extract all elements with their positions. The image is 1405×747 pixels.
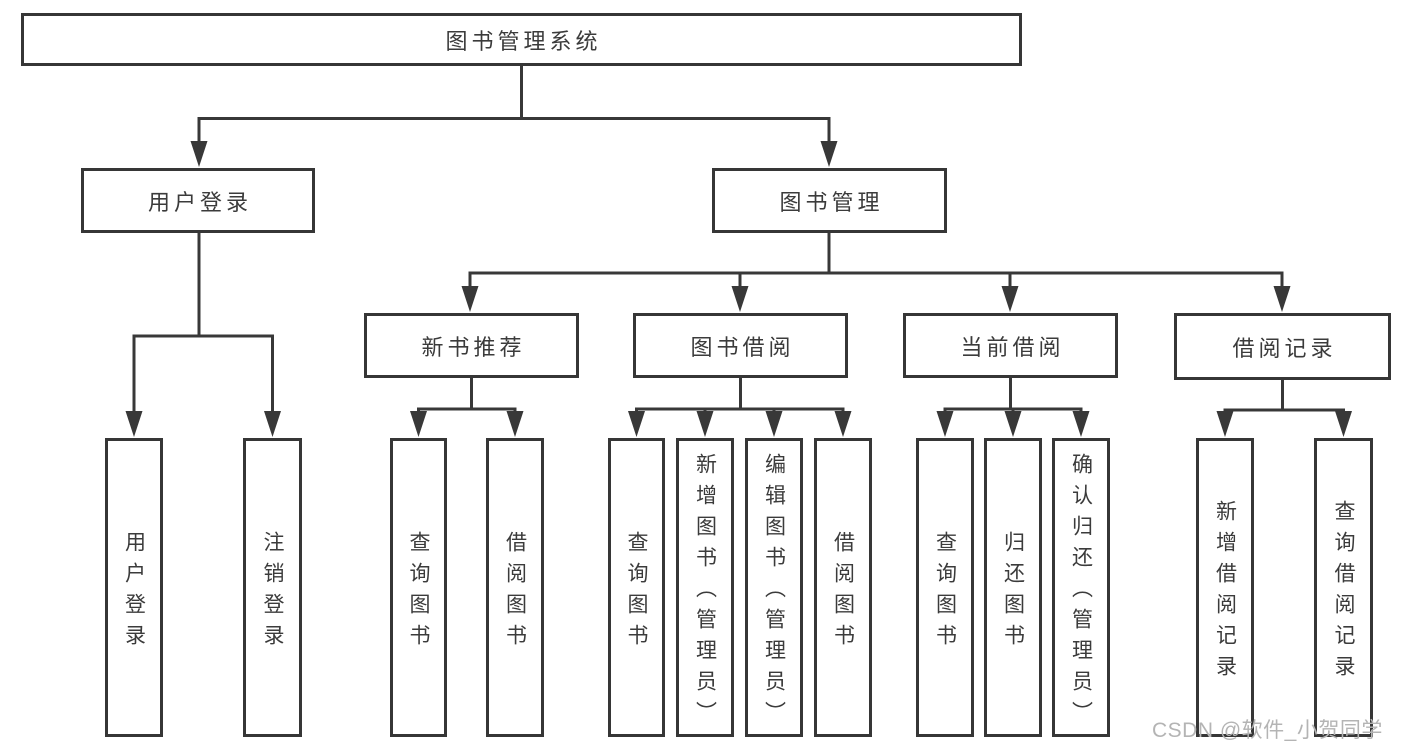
node-book-borrowing-label: 图书借阅 bbox=[690, 334, 795, 360]
leaf-search-books-2: 查询图书 bbox=[608, 438, 665, 737]
node-book-management: 图书管理 bbox=[712, 168, 947, 233]
node-book-management-label: 图书管理 bbox=[779, 189, 884, 215]
leaf-search-books-3-label: 查询图书 bbox=[933, 530, 957, 655]
leaf-search-books-1-label: 查询图书 bbox=[407, 530, 430, 655]
leaf-search-borrow-record-label: 查询借阅记录 bbox=[1332, 499, 1355, 686]
leaf-borrow-books-2-label: 借阅图书 bbox=[831, 530, 855, 655]
leaf-search-books-1: 查询图书 bbox=[390, 438, 447, 737]
leaf-confirm-return-admin: 确认归还（管理员） bbox=[1052, 438, 1110, 737]
node-root: 图书管理系统 bbox=[21, 13, 1022, 66]
node-new-book-recommend: 新书推荐 bbox=[364, 313, 579, 378]
leaf-user-login-label: 用户登录 bbox=[122, 530, 146, 655]
leaf-edit-book-admin: 编辑图书（管理员） bbox=[745, 438, 803, 737]
node-borrowing-records: 借阅记录 bbox=[1174, 313, 1391, 380]
node-current-borrowing: 当前借阅 bbox=[903, 313, 1118, 378]
leaf-borrow-books-1: 借阅图书 bbox=[486, 438, 544, 737]
node-root-label: 图书管理系统 bbox=[445, 28, 602, 54]
leaf-search-books-3: 查询图书 bbox=[916, 438, 974, 737]
leaf-add-book-admin-label: 新增图书（管理员） bbox=[693, 453, 717, 732]
node-current-borrowing-label: 当前借阅 bbox=[960, 334, 1065, 360]
node-book-borrowing: 图书借阅 bbox=[633, 313, 848, 378]
arrowheads bbox=[125, 141, 1352, 437]
leaf-add-book-admin: 新增图书（管理员） bbox=[676, 438, 734, 737]
leaf-borrow-books-1-label: 借阅图书 bbox=[503, 530, 527, 655]
leaf-edit-book-admin-label: 编辑图书（管理员） bbox=[762, 453, 786, 732]
leaf-borrow-books-2: 借阅图书 bbox=[814, 438, 872, 737]
leaf-add-borrow-record: 新增借阅记录 bbox=[1196, 438, 1254, 737]
node-user-login-label: 用户登录 bbox=[147, 189, 252, 215]
leaf-logout-label: 注销登录 bbox=[261, 530, 284, 655]
leaf-user-login: 用户登录 bbox=[105, 438, 163, 737]
watermark: CSDN @软件_小贺同学 bbox=[1152, 719, 1383, 742]
node-user-login: 用户登录 bbox=[81, 168, 315, 233]
leaf-add-borrow-record-label: 新增借阅记录 bbox=[1213, 499, 1237, 686]
node-borrowing-records-label: 借阅记录 bbox=[1232, 335, 1337, 361]
leaf-confirm-return-admin-label: 确认归还（管理员） bbox=[1069, 453, 1093, 732]
node-new-book-recommend-label: 新书推荐 bbox=[421, 334, 526, 360]
leaf-search-books-2-label: 查询图书 bbox=[625, 530, 648, 655]
leaf-search-borrow-record: 查询借阅记录 bbox=[1314, 438, 1373, 737]
leaf-logout: 注销登录 bbox=[243, 438, 302, 737]
leaf-return-books: 归还图书 bbox=[984, 438, 1042, 737]
leaf-return-books-label: 归还图书 bbox=[1001, 530, 1025, 655]
